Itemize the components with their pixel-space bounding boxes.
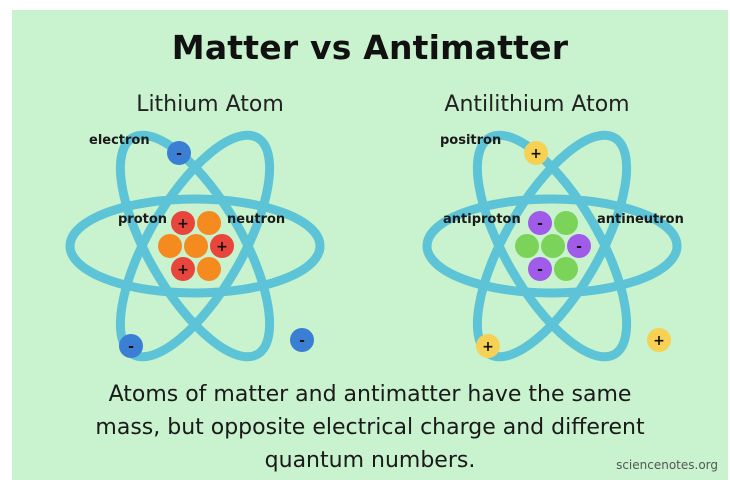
lithium-atom: + + + - - -: [65, 130, 325, 362]
positron-label: positron: [440, 133, 501, 148]
antiproton: [567, 234, 591, 258]
positron-sign: +: [653, 333, 665, 349]
proton: [171, 257, 195, 281]
antiproton: [528, 211, 552, 235]
antineutron: [515, 234, 539, 258]
infographic-panel: Matter vs Antimatter Lithium Atom Antili…: [12, 10, 728, 480]
positron-sign: +: [530, 146, 542, 162]
antiproton-sign: -: [537, 262, 543, 278]
neutron: [197, 211, 221, 235]
proton-sign: +: [177, 216, 189, 232]
neutron: [184, 234, 208, 258]
nucleus: + + +: [158, 211, 234, 281]
electron: [290, 328, 314, 352]
caption: Atoms of matter and antimatter have the …: [12, 378, 728, 477]
positron-sign: +: [482, 339, 494, 355]
positron: [524, 141, 548, 165]
proton: [171, 211, 195, 235]
antineutron: [541, 234, 565, 258]
source-credit: sciencenotes.org: [616, 458, 718, 472]
atom-diagrams: + + + - - - electron proton neutron: [65, 130, 684, 362]
proton-label: proton: [118, 212, 167, 227]
positron: [476, 334, 500, 358]
antiproton-label: antiproton: [443, 212, 521, 227]
electron-sign: -: [128, 339, 134, 355]
caption-line: Atoms of matter and antimatter have the …: [108, 382, 632, 407]
electron: [167, 141, 191, 165]
proton-sign: +: [216, 239, 228, 255]
neutron: [197, 257, 221, 281]
page-title: Matter vs Antimatter: [171, 28, 569, 67]
electron-label: electron: [89, 133, 150, 148]
proton-sign: +: [177, 262, 189, 278]
orbit: [422, 194, 682, 298]
antilithium-atom: - - - + + +: [422, 130, 682, 362]
caption-line: mass, but opposite electrical charge and…: [95, 415, 645, 440]
antineutron-label: antineutron: [597, 212, 684, 227]
lithium-atom-heading: Lithium Atom: [136, 92, 284, 117]
positron: [647, 328, 671, 352]
neutron-label: neutron: [227, 212, 285, 227]
proton: [210, 234, 234, 258]
electron-sign: -: [176, 146, 182, 162]
caption-line: quantum numbers.: [264, 448, 476, 473]
antinucleus: - - -: [515, 211, 591, 281]
electron: [119, 334, 143, 358]
antilithium-atom-heading: Antilithium Atom: [444, 92, 630, 117]
antiproton-sign: -: [537, 216, 543, 232]
orbit: [65, 194, 325, 298]
electron-sign: -: [299, 333, 305, 349]
antineutron: [554, 257, 578, 281]
neutron: [158, 234, 182, 258]
antineutron: [554, 211, 578, 235]
antiproton-sign: -: [576, 239, 582, 255]
antiproton: [528, 257, 552, 281]
